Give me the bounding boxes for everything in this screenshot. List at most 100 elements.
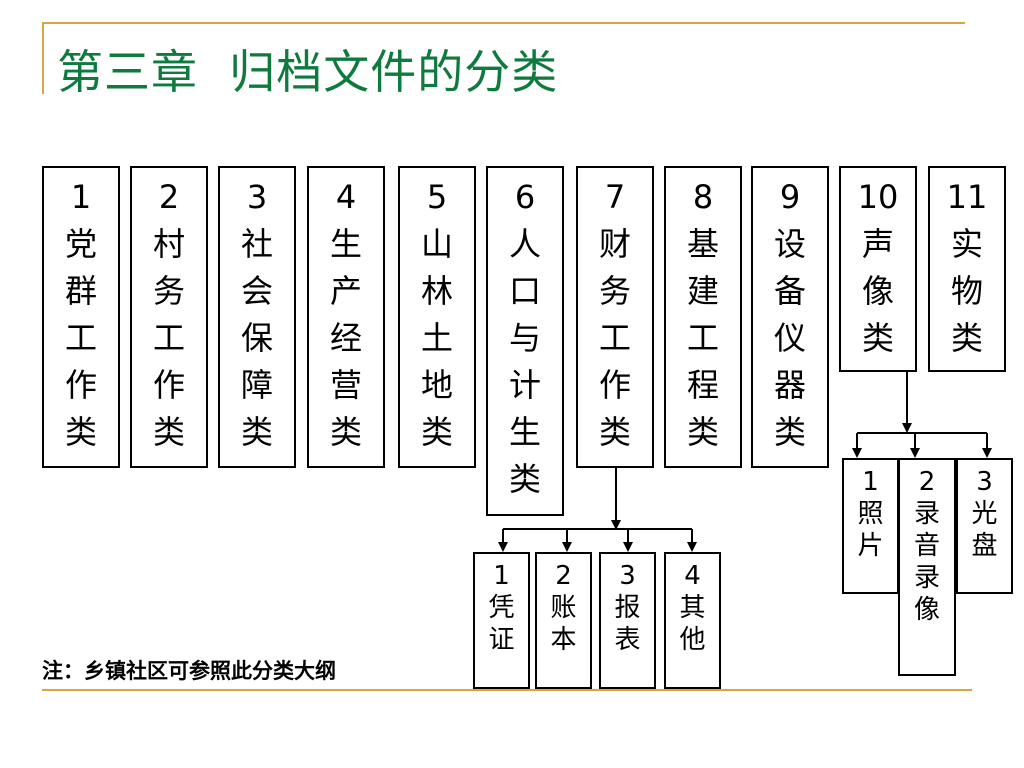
category-box-4: 4 生 产 经 营 类 [307, 166, 385, 468]
category-box-3: 3 社 会 保 障 类 [218, 166, 296, 468]
category-char: 山 [420, 225, 453, 263]
category-char: 基 [686, 225, 719, 263]
finance-sub-box-3: 3 报 表 [599, 552, 656, 689]
sub-char: 片 [857, 531, 884, 561]
category-char: 会 [240, 272, 273, 310]
category-char: 务 [598, 272, 631, 310]
category-char: 作 [64, 366, 97, 404]
category-char: 类 [950, 319, 983, 357]
category-box-6: 6 人 口 与 计 生 类 [486, 166, 564, 516]
category-char: 产 [329, 272, 362, 310]
category-number: 8 [692, 178, 714, 216]
category-number: 9 [779, 178, 801, 216]
sub-char: 盘 [971, 531, 998, 561]
category-box-7: 7 财 务 工 作 类 [576, 166, 654, 468]
category-char: 备 [773, 272, 806, 310]
category-char: 类 [329, 413, 362, 451]
sub-number: 2 [918, 467, 936, 497]
sub-char: 音 [913, 531, 940, 561]
category-char: 村 [152, 225, 185, 263]
category-char: 类 [64, 413, 97, 451]
category-char: 设 [773, 225, 806, 263]
category-char: 土 [420, 319, 453, 357]
sub-char: 证 [488, 625, 515, 655]
sub-char: 报 [614, 593, 641, 623]
left-rule [42, 22, 44, 94]
category-char: 营 [329, 366, 362, 404]
category-char: 工 [152, 319, 185, 357]
category-box-2: 2 村 务 工 作 类 [130, 166, 208, 468]
category-char: 类 [240, 413, 273, 451]
category-box-9: 9 设 备 仪 器 类 [751, 166, 829, 468]
category-number: 1 [70, 178, 92, 216]
category-char: 口 [508, 272, 541, 310]
category-char: 财 [598, 225, 631, 263]
category-char: 类 [861, 319, 894, 357]
category-char: 类 [152, 413, 185, 451]
category-box-5: 5 山 林 土 地 类 [398, 166, 476, 468]
category-char: 地 [420, 366, 453, 404]
category-char: 程 [686, 366, 719, 404]
category-number: 11 [946, 178, 988, 216]
sub-char: 光 [971, 499, 998, 529]
category-char: 器 [773, 366, 806, 404]
category-char: 类 [598, 413, 631, 451]
sub-char: 录 [913, 499, 940, 529]
category-char: 生 [508, 413, 541, 451]
category-char: 实 [950, 225, 983, 263]
page-title: 第三章 归档文件的分类 [57, 45, 559, 99]
category-char: 类 [773, 413, 806, 451]
category-number: 4 [335, 178, 357, 216]
sub-number: 2 [555, 561, 572, 591]
category-number: 3 [246, 178, 268, 216]
finance-sub-box-2: 2 账 本 [535, 552, 592, 689]
category-char: 党 [64, 225, 97, 263]
category-number: 2 [158, 178, 180, 216]
bottom-rule [42, 689, 972, 691]
category-char: 物 [950, 272, 983, 310]
category-box-11: 11 实 物 类 [928, 166, 1006, 372]
category-char: 作 [152, 366, 185, 404]
sub-number: 4 [684, 561, 701, 591]
sub-number: 1 [862, 467, 879, 497]
sub-char: 本 [550, 625, 577, 655]
category-char: 保 [240, 319, 273, 357]
category-char: 务 [152, 272, 185, 310]
category-box-10: 10 声 像 类 [839, 166, 917, 372]
category-char: 工 [598, 319, 631, 357]
category-char: 林 [420, 272, 453, 310]
category-char: 建 [686, 272, 719, 310]
finance-sub-box-4: 4 其 他 [664, 552, 721, 689]
sub-char: 凭 [488, 593, 515, 623]
top-rule [42, 22, 965, 24]
category-char: 社 [240, 225, 273, 263]
category-char: 人 [508, 225, 541, 263]
category-char: 像 [861, 272, 894, 310]
category-char: 作 [598, 366, 631, 404]
category-char: 计 [508, 366, 541, 404]
category-char: 类 [508, 460, 541, 498]
category-char: 生 [329, 225, 362, 263]
category-char: 声 [861, 225, 894, 263]
sub-char: 照 [857, 499, 884, 529]
category-number: 6 [514, 178, 536, 216]
av-sub-box-1: 1 照 片 [842, 458, 899, 594]
category-char: 工 [686, 319, 719, 357]
category-char: 群 [64, 272, 97, 310]
category-number: 10 [857, 178, 899, 216]
av-sub-box-2: 2 录 音 录 像 [898, 458, 956, 676]
sub-number: 3 [976, 467, 993, 497]
category-number: 7 [604, 178, 626, 216]
sub-char: 其 [679, 593, 706, 623]
sub-char: 录 [913, 563, 940, 593]
footnote: 注：乡镇社区可参照此分类大纲 [42, 659, 336, 683]
sub-number: 3 [619, 561, 636, 591]
category-char: 障 [240, 366, 273, 404]
category-char: 与 [508, 319, 541, 357]
category-char: 类 [686, 413, 719, 451]
category-box-8: 8 基 建 工 程 类 [664, 166, 742, 468]
category-char: 工 [64, 319, 97, 357]
category-char: 经 [329, 319, 362, 357]
